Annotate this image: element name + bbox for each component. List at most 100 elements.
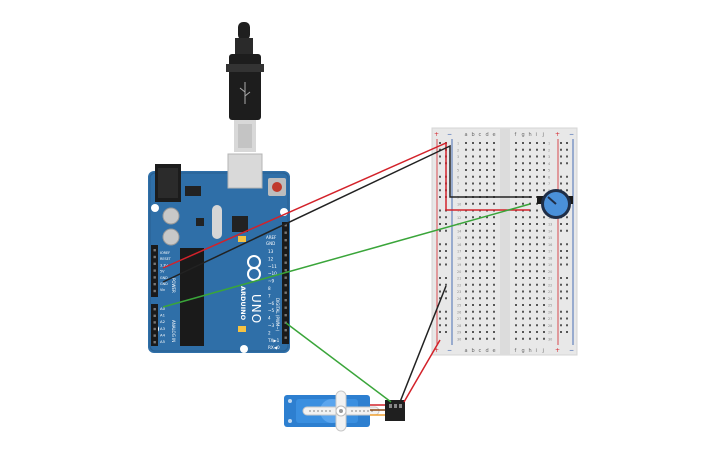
breadboard-hole[interactable] (493, 216, 495, 219)
breadboard-hole[interactable] (543, 229, 545, 232)
breadboard-hole[interactable] (479, 223, 481, 225)
breadboard-hole[interactable] (486, 290, 488, 293)
breadboard-hole[interactable] (479, 175, 481, 178)
breadboard-hole[interactable] (472, 331, 474, 333)
rail-hole[interactable] (439, 189, 441, 192)
breadboard-hole[interactable] (472, 324, 474, 327)
breadboard-hole[interactable] (529, 223, 531, 225)
breadboard-hole[interactable] (486, 331, 488, 333)
rail-hole[interactable] (445, 223, 447, 225)
breadboard-hole[interactable] (543, 310, 545, 313)
breadboard-hole[interactable] (529, 155, 531, 158)
breadboard-hole[interactable] (515, 162, 517, 165)
breadboard-hole[interactable] (515, 304, 517, 306)
breadboard-hole[interactable] (493, 162, 495, 165)
rail-hole[interactable] (560, 317, 562, 320)
rail-hole[interactable] (566, 277, 568, 279)
breadboard-hole[interactable] (493, 290, 495, 293)
wire-green-pin9-to-servo[interactable] (285, 322, 392, 403)
breadboard-hole[interactable] (479, 142, 481, 144)
rail-hole[interactable] (566, 229, 568, 232)
breadboard-hole[interactable] (472, 142, 474, 144)
breadboard-hole[interactable] (486, 169, 488, 171)
breadboard-hole[interactable] (479, 148, 481, 151)
breadboard-hole[interactable] (515, 263, 517, 266)
header-hole[interactable] (284, 336, 287, 339)
rail-hole[interactable] (439, 209, 441, 212)
breadboard-hole[interactable] (493, 304, 495, 306)
breadboard-hole[interactable] (522, 243, 524, 246)
breadboard-hole[interactable] (472, 189, 474, 192)
breadboard-hole[interactable] (529, 148, 531, 151)
breadboard-hole[interactable] (536, 155, 538, 158)
rail-hole[interactable] (445, 324, 447, 327)
breadboard-hole[interactable] (529, 337, 531, 340)
breadboard-hole[interactable] (472, 310, 474, 313)
breadboard-hole[interactable] (465, 256, 467, 259)
breadboard-hole[interactable] (479, 155, 481, 158)
breadboard-hole[interactable] (543, 175, 545, 178)
rail-hole[interactable] (439, 317, 441, 320)
breadboard-hole[interactable] (472, 148, 474, 151)
breadboard-hole[interactable] (543, 250, 545, 252)
breadboard-hole[interactable] (543, 304, 545, 306)
rail-hole[interactable] (566, 175, 568, 178)
breadboard-hole[interactable] (486, 202, 488, 205)
rail-hole[interactable] (566, 216, 568, 219)
breadboard-hole[interactable] (536, 310, 538, 313)
breadboard-hole[interactable] (486, 162, 488, 165)
breadboard-hole[interactable] (529, 297, 531, 300)
breadboard-hole[interactable] (536, 304, 538, 306)
breadboard-hole[interactable] (472, 283, 474, 286)
breadboard-hole[interactable] (486, 182, 488, 185)
breadboard-hole[interactable] (522, 202, 524, 205)
breadboard-hole[interactable] (536, 162, 538, 165)
rail-hole[interactable] (439, 331, 441, 333)
breadboard-hole[interactable] (529, 277, 531, 279)
header-hole[interactable] (153, 283, 156, 286)
breadboard-hole[interactable] (493, 337, 495, 340)
breadboard-hole[interactable] (522, 317, 524, 320)
breadboard-hole[interactable] (486, 243, 488, 246)
rail-hole[interactable] (439, 290, 441, 293)
rail-hole[interactable] (560, 148, 562, 151)
breadboard-hole[interactable] (522, 310, 524, 313)
breadboard-hole[interactable] (472, 223, 474, 225)
breadboard-hole[interactable] (472, 250, 474, 252)
breadboard-hole[interactable] (515, 182, 517, 185)
header-hole[interactable] (153, 327, 156, 331)
rail-hole[interactable] (445, 250, 447, 252)
breadboard-hole[interactable] (493, 155, 495, 158)
header-hole[interactable] (153, 321, 156, 324)
breadboard-hole[interactable] (465, 236, 467, 239)
rail-hole[interactable] (439, 175, 441, 178)
breadboard-hole[interactable] (465, 223, 467, 225)
header-hole[interactable] (284, 224, 287, 227)
breadboard-hole[interactable] (493, 270, 495, 273)
header-hole[interactable] (284, 284, 287, 287)
breadboard-hole[interactable] (472, 277, 474, 279)
breadboard-hole[interactable] (486, 263, 488, 266)
breadboard-hole[interactable] (536, 142, 538, 144)
breadboard-hole[interactable] (515, 283, 517, 286)
breadboard-hole[interactable] (543, 277, 545, 279)
breadboard-hole[interactable] (486, 155, 488, 158)
rail-hole[interactable] (439, 162, 441, 165)
breadboard-hole[interactable] (465, 331, 467, 333)
breadboard-hole[interactable] (522, 216, 524, 219)
rail-hole[interactable] (560, 331, 562, 333)
breadboard-hole[interactable] (465, 155, 467, 158)
breadboard-hole[interactable] (515, 223, 517, 225)
breadboard-hole[interactable] (522, 142, 524, 144)
header-hole[interactable] (284, 261, 287, 264)
rail-hole[interactable] (445, 229, 447, 232)
breadboard-hole[interactable] (529, 283, 531, 286)
breadboard-hole[interactable] (536, 229, 538, 232)
breadboard-hole[interactable] (515, 142, 517, 144)
breadboard-hole[interactable] (465, 162, 467, 165)
breadboard-hole[interactable] (515, 236, 517, 239)
rail-hole[interactable] (439, 297, 441, 300)
breadboard-hole[interactable] (479, 202, 481, 205)
rail-hole[interactable] (560, 277, 562, 279)
breadboard-hole[interactable] (522, 148, 524, 151)
